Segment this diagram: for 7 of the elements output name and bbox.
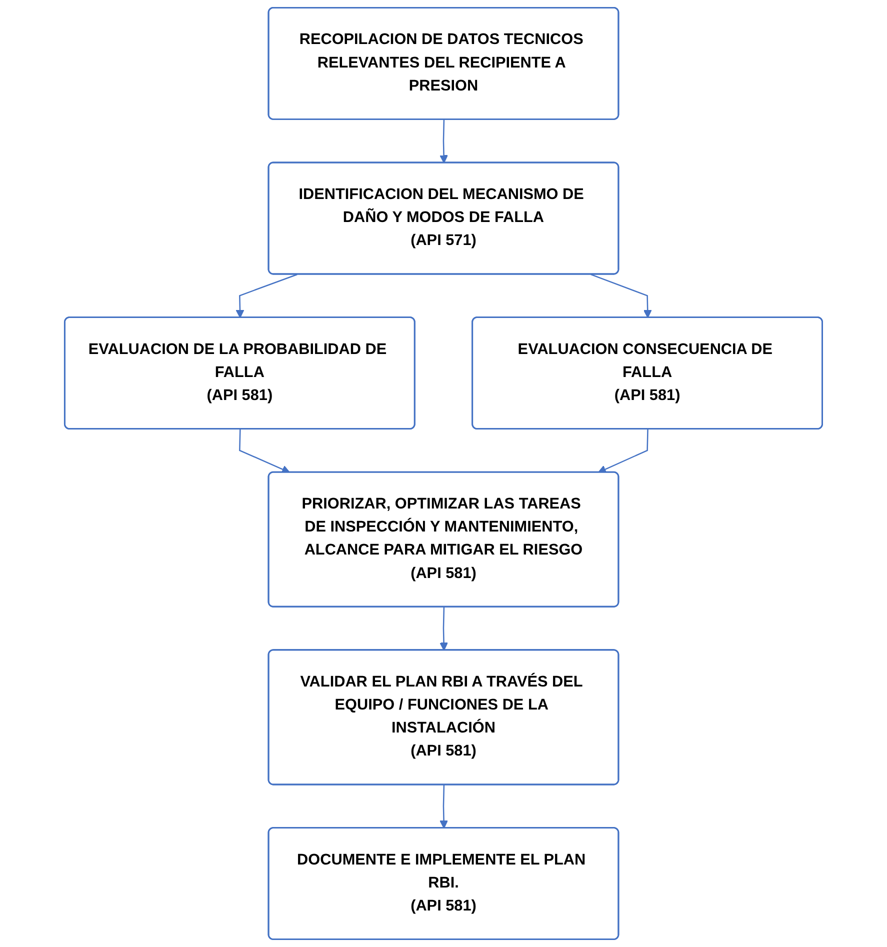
arrow xyxy=(440,784,448,829)
arrow xyxy=(440,607,448,651)
arrow xyxy=(239,429,290,474)
arrow xyxy=(598,429,648,474)
arrow xyxy=(440,120,448,164)
arrow xyxy=(236,274,298,318)
arrow xyxy=(590,274,652,318)
